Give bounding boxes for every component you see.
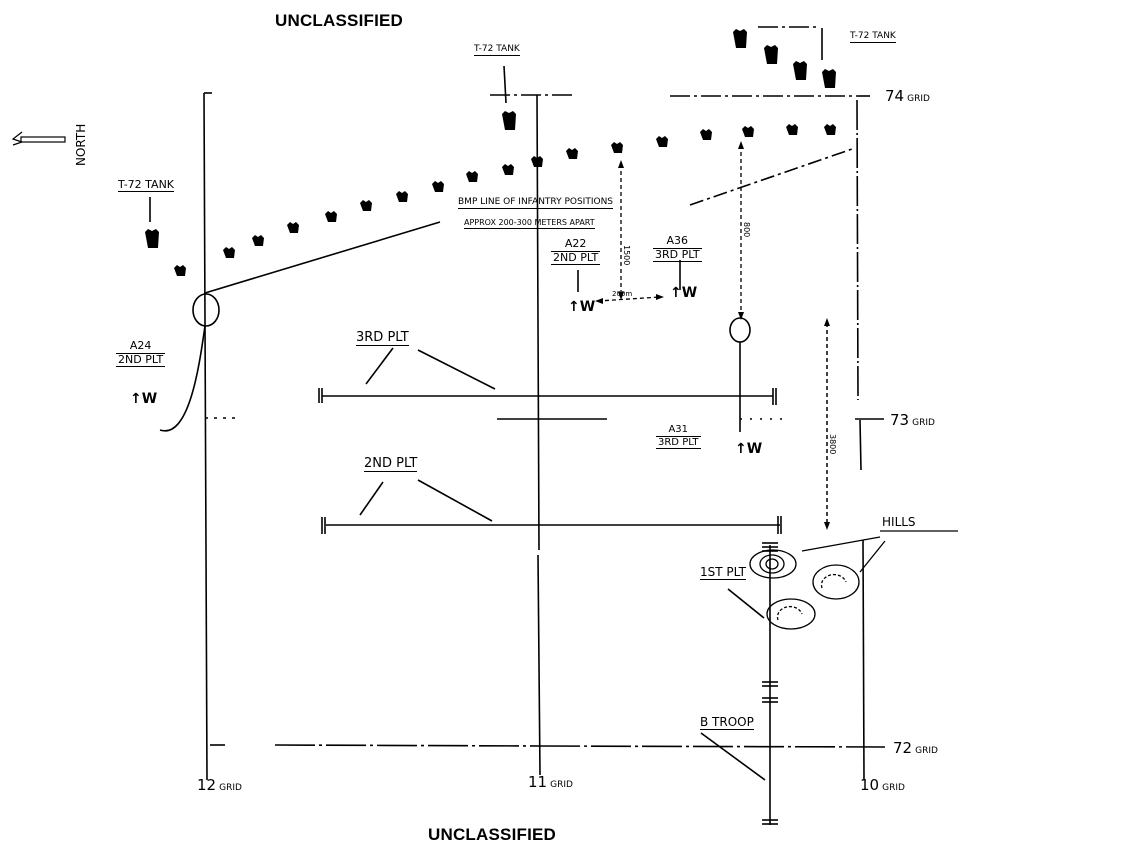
- enemy-tank-icon: [733, 29, 747, 48]
- enemy-bmp-icon: [786, 124, 798, 135]
- distance-label-right-span: 3800: [828, 434, 837, 455]
- bmp-line-left: [204, 221, 441, 294]
- enemy-tank-icon: [822, 69, 836, 88]
- label-third-platoon: 3RD PLT: [356, 330, 409, 346]
- enemy-bmp-icon: [611, 142, 623, 153]
- enemy-bmp-icon: [325, 211, 337, 222]
- b-troop-axis: [762, 542, 778, 825]
- distance-label-a22-bmp: 1500: [622, 245, 631, 266]
- label-second-platoon: 2ND PLT: [364, 456, 418, 472]
- north-label: NORTH: [74, 123, 88, 166]
- bmp-line-right: [689, 147, 856, 206]
- label-t72-tank-left: T-72 TANK: [118, 178, 175, 192]
- enemy-bmp-icon: [287, 222, 299, 233]
- enemy-tank-icon: [502, 111, 516, 130]
- distance-a22-a36: [597, 296, 661, 302]
- grid-line-12-easting: [203, 92, 208, 781]
- enemy-bmp-icon: [700, 129, 712, 140]
- enemy-bmp-icon: [656, 136, 668, 147]
- friendly-vehicle-icon-a36: ↑W: [670, 285, 697, 301]
- second-platoon-line: [321, 479, 782, 534]
- enemy-bmp-icon: [360, 200, 372, 211]
- enemy-bmp-icon: [502, 164, 514, 175]
- distance-label-a22-a36: 200m: [612, 290, 633, 298]
- label-bmp-spacing: APPROX 200-300 METERS APART: [464, 218, 595, 229]
- friendly-vehicle-icon-a31: ↑W: [735, 441, 762, 457]
- grid-line-74-northing: [490, 94, 858, 97]
- enemy-tank-icon: [145, 229, 159, 248]
- a24-route: [159, 325, 206, 432]
- label-t72-tank-center: T-72 TANK: [474, 44, 520, 56]
- label-hills: HILLS: [882, 515, 916, 529]
- grid-line-72-northing: [210, 744, 886, 748]
- label-bmp-line: BMP LINE OF INFANTRY POSITIONS: [458, 197, 614, 209]
- enemy-bmp-icon: [566, 148, 578, 159]
- a31-position-circle: [729, 317, 751, 343]
- north-arrow-icon: [11, 131, 66, 146]
- enemy-bmp-icon: [252, 235, 264, 246]
- third-platoon-line: [318, 347, 777, 405]
- enemy-bmp-icon: [174, 265, 186, 276]
- enemy-bmp-icon: [396, 191, 408, 202]
- hills-contours: [749, 530, 958, 630]
- grid-line-10-easting: [856, 99, 859, 401]
- enemy-bmp-icon: [466, 171, 478, 182]
- a24-position-circle: [192, 293, 220, 327]
- enemy-tank-icon: [793, 61, 807, 80]
- label-b-troop: B TROOP: [700, 715, 754, 730]
- grid-line-73-northing: [205, 417, 884, 420]
- classification-banner-top: UNCLASSIFIED: [275, 11, 404, 30]
- enemy-bmp-icon: [531, 156, 543, 167]
- distance-label-a36-bmp: 800: [742, 222, 751, 238]
- classification-banner-bottom: UNCLASSIFIED: [428, 825, 557, 844]
- label-t72-tank-right: T-72 TANK: [850, 31, 896, 43]
- enemy-tank-icon: [764, 45, 778, 64]
- friendly-vehicle-icon-a22: ↑W: [568, 299, 595, 315]
- enemy-bmp-icon: [824, 124, 836, 135]
- friendly-vehicle-icon-a24: ↑W: [130, 391, 157, 407]
- enemy-bmp-icon: [223, 247, 235, 258]
- enemy-bmp-icon: [742, 126, 754, 137]
- grid-line-11-easting: [536, 94, 540, 551]
- label-first-platoon: 1ST PLT: [700, 565, 746, 580]
- enemy-bmp-icon: [432, 181, 444, 192]
